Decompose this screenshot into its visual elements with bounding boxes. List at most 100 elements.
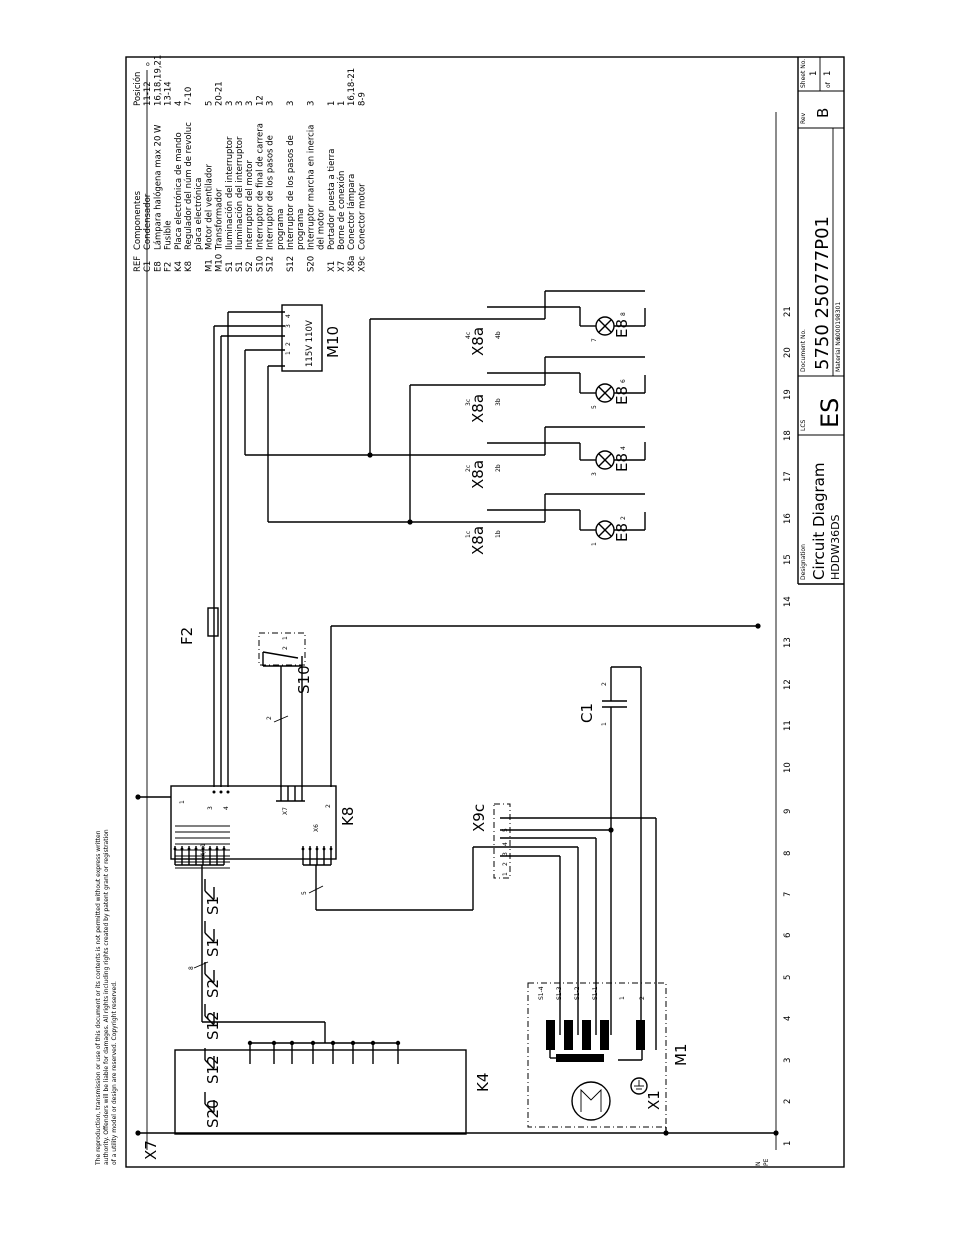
svg-text:X7: X7 (282, 807, 289, 815)
switch-s1: S1 (204, 921, 222, 957)
switch-s12: S12 (204, 1048, 222, 1084)
svg-text:Interruptor marcha en inercia: Interruptor marcha en inercia (306, 125, 316, 250)
model-number: HDDW36DS (829, 514, 842, 580)
svg-text:Posición: Posición (132, 72, 143, 106)
svg-text:Placa electrónica de mando: Placa electrónica de mando (173, 132, 184, 250)
component-row: placa electrónica (193, 177, 204, 250)
svg-text:K4: K4 (174, 261, 184, 272)
e8-pin: 6 (620, 379, 627, 383)
svg-text:F2: F2 (164, 262, 174, 272)
document-number: 5750 250777P01 (812, 216, 833, 370)
svg-text:3: 3 (285, 324, 292, 328)
svg-text:Interruptor de final de carrer: Interruptor de final de carrera (255, 123, 265, 250)
switch-s2: S2 (204, 962, 222, 998)
svg-text:4: 4 (223, 806, 230, 810)
x1-label: X1 (645, 1090, 663, 1110)
column-number: 11 (783, 720, 793, 731)
e8-pin: 3 (591, 472, 598, 476)
drawing-frame (125, 56, 845, 1168)
x8a-pin-bottom: 2b (495, 464, 502, 472)
svg-text:Transformador: Transformador (215, 188, 225, 251)
lcs-code: ES (816, 398, 844, 428)
m1-motor-symbol (571, 1081, 611, 1121)
x9c-connector (493, 803, 511, 879)
copyright-notice: The reproduction, transmission or use of… (95, 829, 118, 1166)
svg-text:2: 2 (325, 804, 332, 808)
column-number: 5 (783, 975, 793, 980)
component-row: programa (276, 209, 286, 251)
x9c-pin: 2 (502, 862, 509, 866)
m1-pin: S1-3 (556, 986, 563, 1000)
e8-label: E8 (613, 386, 631, 405)
svg-text:1: 1 (282, 636, 289, 640)
column-number: 4 (783, 1016, 793, 1021)
svg-text:5: 5 (204, 101, 214, 106)
x8a-pin-bottom: 3b (495, 398, 502, 406)
x8a-pin-top: 4c (465, 332, 472, 339)
svg-text:Fusible: Fusible (164, 220, 174, 250)
column-number: 7 (783, 892, 793, 897)
notice-line-3: of a utility model or design are reserve… (111, 981, 118, 1165)
material-number: 9000198301 (835, 302, 842, 340)
column-number: 18 (783, 430, 793, 441)
notice-line-1: The reproduction, transmission or use of… (95, 830, 102, 1166)
column-number: 6 (783, 933, 793, 938)
m10-label: M10 (324, 326, 342, 358)
component-row: X7 Borne de conexión 1 (336, 101, 347, 272)
column-number: 8 (783, 851, 793, 856)
x7-label: X7 (142, 1140, 160, 1160)
svg-text:3: 3 (235, 101, 245, 106)
x8a-label: X8a (469, 327, 487, 356)
svg-text:X1: X1 (327, 261, 337, 272)
x8a-pin-top: 1c (465, 531, 472, 538)
x8a-pin-top: 3c (465, 399, 472, 406)
svg-text:Conector motor: Conector motor (357, 183, 367, 250)
component-row: programa (296, 209, 306, 251)
sheet-total: 1 (823, 71, 833, 76)
switch-s1: S1 (204, 879, 222, 915)
svg-text:Interruptor de los pasos de: Interruptor de los pasos de (266, 135, 276, 250)
svg-text:4: 4 (285, 314, 292, 318)
k8-board (170, 785, 337, 860)
svg-text:3: 3 (225, 101, 235, 106)
svg-text:20-21: 20-21 (215, 81, 225, 106)
notice-line-2: authority. Offenders will be liable for … (103, 829, 110, 1165)
svg-text:Designation: Designation (800, 544, 807, 580)
component-row: del motor (317, 208, 327, 250)
column-number: 15 (783, 554, 793, 565)
svg-text:Iluminación del interruptor: Iluminación del interruptor (224, 136, 235, 250)
svg-text:2: 2 (282, 646, 289, 650)
svg-text:Componentes: Componentes (133, 190, 143, 250)
svg-text:4: 4 (174, 101, 184, 106)
svg-text:S1: S1 (225, 261, 235, 272)
e8-pin: 7 (591, 338, 598, 342)
svg-text:Rev: Rev (800, 112, 807, 124)
svg-text:LCS: LCS (800, 419, 807, 431)
svg-text:1: 1 (179, 800, 186, 804)
svg-text:X7: X7 (337, 261, 347, 272)
svg-text:Borne de conexión: Borne de conexión (336, 171, 347, 250)
svg-text:S12: S12 (286, 256, 296, 272)
m1-label: M1 (672, 1044, 690, 1067)
column-number: 20 (783, 347, 793, 358)
component-table: REFComponentesPosiciónC1Condensador11-12… (132, 55, 367, 272)
column-number: 2 (783, 1099, 793, 1104)
svg-text:of: of (825, 81, 832, 88)
svg-text:S20: S20 (306, 256, 316, 272)
svg-text:16,18,19,21: 16,18,19,21 (153, 55, 163, 106)
svg-text:7-10: 7-10 (184, 87, 194, 106)
x9c-pin: 1 (502, 872, 509, 876)
column-number: 3 (783, 1058, 793, 1063)
m1-pin: S1-4 (538, 986, 545, 1000)
svg-text:M1: M1 (204, 259, 214, 272)
column-number: 10 (783, 762, 793, 773)
svg-text:1: 1 (337, 101, 347, 106)
